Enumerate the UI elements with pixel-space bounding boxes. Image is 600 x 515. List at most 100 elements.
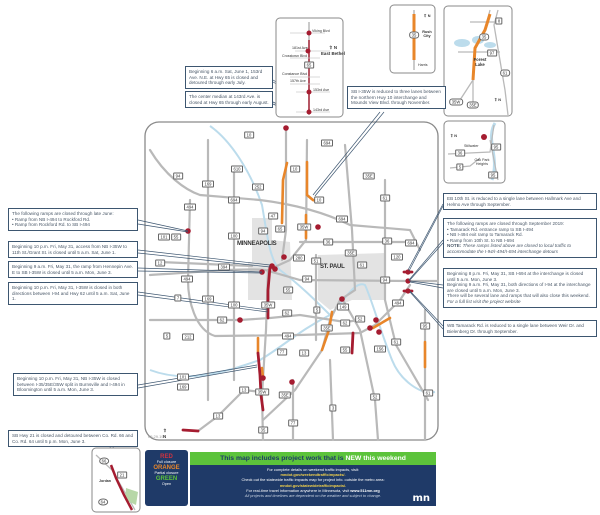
road-hwy3 xyxy=(328,358,335,442)
note-i35w-closure: Beginning 10 p.m. Fri, May 31, I-35W is … xyxy=(8,282,138,305)
route-shield: 694 xyxy=(228,196,240,204)
banner-new-text: NEW this weekend xyxy=(345,455,406,462)
route-shield: 35E xyxy=(362,172,376,180)
route-shield: 52 xyxy=(370,393,380,401)
route-shield: 35E xyxy=(466,101,480,109)
route-shield: 55 xyxy=(340,346,350,354)
route-shield: 62 xyxy=(340,319,350,327)
note-bullet-text: Ramp from 10th St. to NB I-694 xyxy=(449,237,515,243)
city-label: Jordan xyxy=(99,479,111,483)
route-shield: 10 xyxy=(244,131,254,139)
route-shield: 494 xyxy=(392,299,404,307)
route-shield: 55 xyxy=(171,233,181,241)
city-label: Stillwater xyxy=(464,144,479,148)
note-bullet: • NB I-494 exit ramp to Tamarack Rd. xyxy=(447,232,523,238)
street-label: 157th Ave xyxy=(290,79,306,83)
note-143rd-ave: The center median at 143rd Ave. is close… xyxy=(185,91,273,109)
note-line: There will be several lane and ramps tha… xyxy=(447,293,593,304)
city-label-st-paul: ST. PAUL xyxy=(320,264,345,270)
road-hwy52 xyxy=(341,298,380,442)
route-shield: 52 xyxy=(355,315,365,323)
legend-orange-desc: Partial closure xyxy=(154,471,179,475)
route-shield: 10 xyxy=(314,196,324,204)
road-i494 xyxy=(186,198,412,338)
north-arrow-icon: ⇧ N xyxy=(450,134,457,138)
route-shield: 100 xyxy=(228,232,240,240)
route-shield: 36 xyxy=(455,149,465,157)
north-arrow-icon: ⇧ N xyxy=(423,14,431,18)
minneapolis-area xyxy=(248,218,292,300)
route-shield: 77 xyxy=(277,348,287,356)
route-shield: 35 xyxy=(258,426,268,434)
info-line: Check out the statewide traffic impacts … xyxy=(241,477,385,483)
note-eb-10th-st: EB 10th St. is reduced to a single lane … xyxy=(443,193,597,211)
street-label: 181st Ave xyxy=(292,46,308,50)
street-label: Viking Blvd xyxy=(312,29,330,33)
route-shield: 66 xyxy=(99,457,109,465)
route-shield: 35 xyxy=(479,33,489,41)
route-shield: 61 xyxy=(391,338,401,346)
statewide-impacts-link[interactable]: mndot.gov/statewidetrafficimpacts/. xyxy=(279,482,347,488)
route-shield: 5 xyxy=(313,306,321,314)
info-line-text: For real-time travel information anywher… xyxy=(246,487,350,493)
route-shield: 95 xyxy=(488,171,498,179)
note-line: Beginning 9 a.m. Fri, May 31, both direc… xyxy=(447,282,591,293)
route-shield: 94 xyxy=(302,275,312,283)
511mn-link[interactable]: www.511mn.org xyxy=(350,487,380,493)
street-label: Constance Blvd xyxy=(282,72,308,76)
city-label: Forest Lake xyxy=(473,57,487,67)
route-shield: 101 xyxy=(158,233,170,241)
city-label: Harris xyxy=(418,63,428,67)
route-shield: 35W xyxy=(297,223,311,231)
route-shield: 36 xyxy=(382,237,392,245)
route-shield: 12 xyxy=(155,259,165,267)
route-shield: 610 xyxy=(231,165,243,173)
road-i35e xyxy=(261,143,357,422)
route-shield: 5 xyxy=(456,163,464,171)
route-shield: 35 xyxy=(409,31,419,39)
north-arrow-icon: ⇧N xyxy=(163,428,167,439)
route-shield: 35E xyxy=(278,391,292,399)
note-bullet: • Tamarack Rd. entrance ramp to SB I-494 xyxy=(447,226,534,232)
info-line: For real-time travel information anywher… xyxy=(190,488,436,493)
mndot-logo: mn xyxy=(412,492,430,504)
legend-green-desc: Open xyxy=(161,482,172,486)
note-11th-st: Beginning 10 p.m. Fri, May 31, access fr… xyxy=(8,241,138,259)
route-shield: 35E xyxy=(344,249,358,257)
route-shield: 61 xyxy=(423,389,433,397)
banner-text: This map includes project work that is xyxy=(220,455,346,462)
route-shield: 97 xyxy=(487,49,497,57)
note-153rd-ave: Beginning 6 a.m. Sat, June 1, 153rd Ave.… xyxy=(185,66,273,89)
route-shield: 61 xyxy=(380,194,390,202)
route-shield: 494 xyxy=(181,275,193,283)
weekend-impacts-link[interactable]: mndot.gov/weekendtrafficimpacts/. xyxy=(280,472,346,478)
note-sb-i35w-lanes: SB I-35W is reduced to three lanes betwe… xyxy=(347,86,446,109)
city-label: Rush City xyxy=(422,30,432,38)
legend-red-desc: Full closure xyxy=(156,460,177,464)
note-bullet-text: NB I-494 exit ramp to Tamarack Rd. xyxy=(449,232,523,238)
route-shield: 94 xyxy=(380,276,390,284)
route-shield: 13 xyxy=(213,412,223,420)
city-label: Oak Park Heights xyxy=(474,158,490,166)
route-shield: 156 xyxy=(374,345,386,353)
route-shield: 169 xyxy=(202,295,214,303)
note-bullet: • Ramp from Rockford Rd. to SB I-494 xyxy=(12,222,90,228)
legend-green-key: GREEN xyxy=(155,476,178,482)
route-shield: 120 xyxy=(391,253,403,261)
route-shield: 169 xyxy=(177,383,189,391)
legend: RED Full closure ORANGE Partial closure … xyxy=(145,450,188,506)
route-shield: 77 xyxy=(288,419,298,427)
route-shield: 55 xyxy=(283,286,293,294)
info-panel: For complete details on weekend traffic … xyxy=(190,465,436,506)
route-shield: 35W xyxy=(255,388,269,396)
route-shield: 13 xyxy=(239,386,249,394)
city-label-minneapolis: MINNEAPOLIS xyxy=(237,241,277,247)
note-bullet-text: Ramp from NB I-494 to Rockford Rd. xyxy=(14,216,91,222)
project-website-link[interactable]: For a full list visit the project websit… xyxy=(447,298,521,304)
route-shield: 65 xyxy=(275,225,285,233)
route-shield: 61 xyxy=(357,261,367,269)
mississippi-river xyxy=(209,125,436,394)
route-shield: 694 xyxy=(321,139,333,147)
